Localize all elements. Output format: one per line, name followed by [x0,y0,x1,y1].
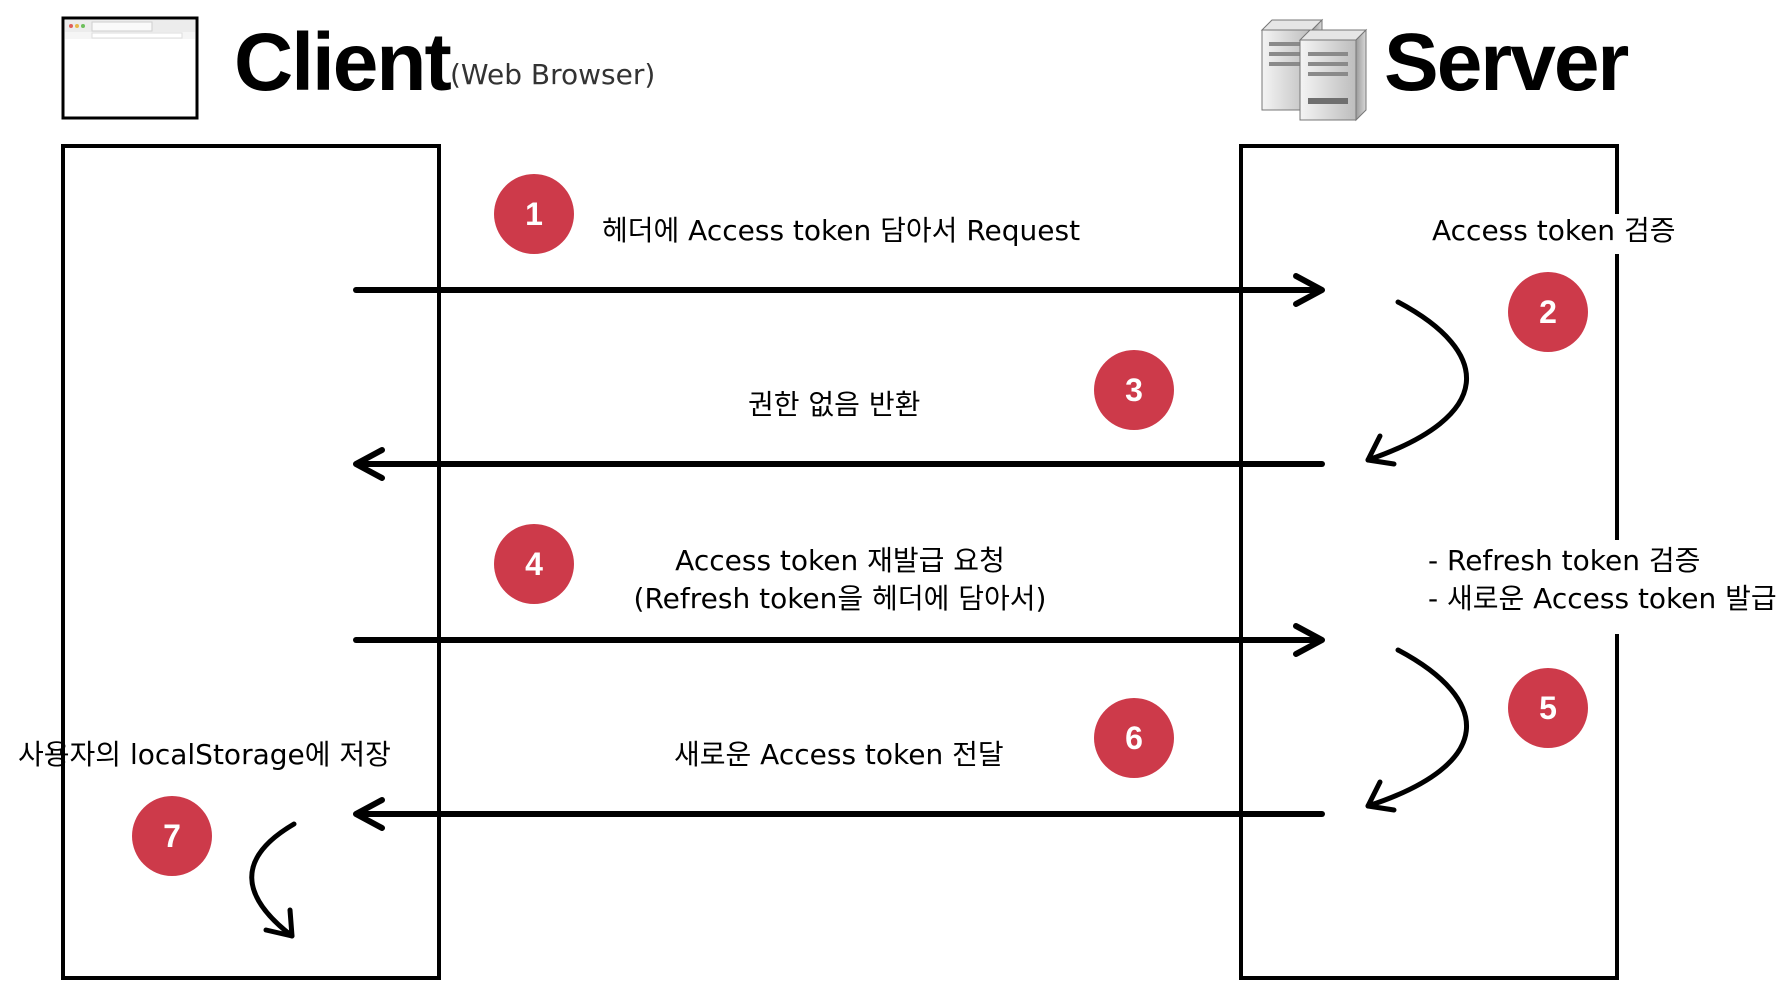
step-4-label-line1: Access token 재발급 요청 [675,544,1005,577]
arrow-unauthorized [353,447,1325,481]
curved-arrow-store [249,821,297,939]
step-6-badge: 6 [1094,698,1174,778]
step-7-label: 사용자의 localStorage에 저장 [18,738,391,771]
step-3-label: 권한 없음 반환 [748,388,921,421]
step-2-badge: 2 [1508,272,1588,352]
step-5-badge: 5 [1508,668,1588,748]
server-icon [1260,18,1368,122]
step-4-label: Access token 재발급 요청 (Refresh token을 헤더에 … [620,542,1060,618]
step-5-label: - Refresh token 검증 - 새로운 Access token 발급 [1428,542,1777,618]
step-3-badge: 3 [1094,350,1174,430]
browser-window-icon [61,16,199,120]
curved-arrow-refresh-verify [1365,647,1469,813]
curved-arrow-verify [1365,299,1469,467]
step-5-label-line1: - Refresh token 검증 [1428,544,1701,577]
step-6-label: 새로운 Access token 전달 [674,738,1004,771]
arrow-reissue-request [353,623,1325,657]
step-1-badge: 1 [494,174,574,254]
step-2-label: Access token 검증 [1432,214,1676,247]
step-4-label-line2: (Refresh token을 헤더에 담아서) [633,582,1047,615]
server-title: Server [1384,17,1629,108]
client-title: Client [234,17,452,108]
arrow-request [353,273,1325,307]
arrow-new-token [353,797,1325,831]
client-box [61,144,441,980]
step-5-label-line2: - 새로운 Access token 발급 [1428,582,1777,615]
step-4-badge: 4 [494,524,574,604]
step-1-label: 헤더에 Access token 담아서 Request [602,214,1081,247]
client-subtitle: (Web Browser) [450,58,656,91]
step-7-badge: 7 [132,796,212,876]
